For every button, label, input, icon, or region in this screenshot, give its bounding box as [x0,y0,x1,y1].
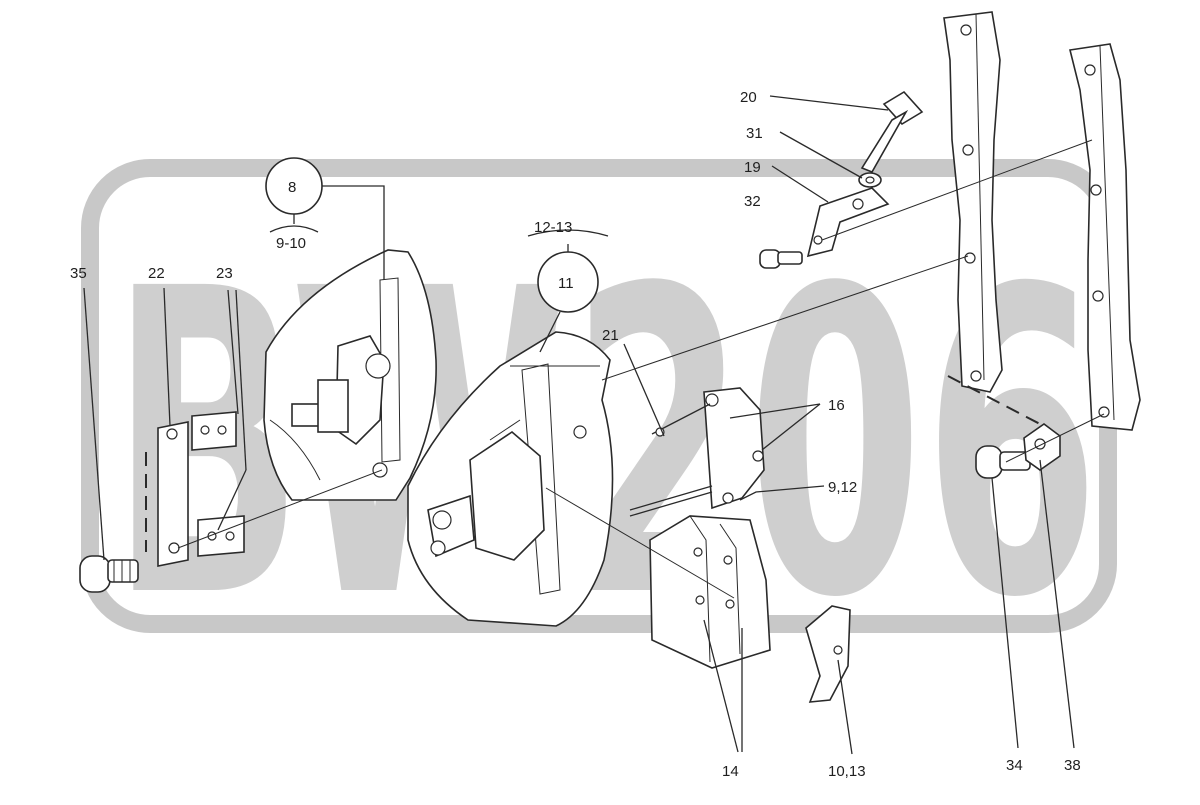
rail-dashed-link [947,375,1041,425]
callout-21: 21 [602,327,619,344]
motor-14 [649,515,771,669]
callout-14: 14 [722,763,739,780]
callout-9-10: 9-10 [276,235,306,252]
bolt-35 [79,555,139,593]
assembly-lines [177,139,1105,599]
callout-22: 22 [148,265,165,282]
callout-23: 23 [216,265,233,282]
callout-labels: 35 22 23 8 9-10 12-13 11 21 16 9,12 20 3… [70,89,1081,780]
callout-35: 35 [70,265,87,282]
bolt-20 [860,90,924,174]
bolt-34 [975,445,1031,479]
callout-20: 20 [740,89,757,106]
plates-23 [191,411,245,557]
callout-19: 19 [744,159,761,176]
callout-34: 34 [1006,757,1023,774]
callout-32: 32 [744,193,761,210]
clip-38 [1023,423,1061,471]
rail-outer [1069,43,1141,431]
strap-22 [145,421,189,567]
callout-11: 11 [558,275,574,292]
leader-lines [83,95,1075,755]
bracket-10-13 [805,605,851,703]
callout-38: 38 [1064,757,1081,774]
callout-12-13: 12-13 [534,219,572,236]
callout-16: 16 [828,397,845,414]
washer-31 [858,172,882,188]
callout-9-12: 9,12 [828,479,857,496]
housing-8 [263,249,437,501]
plate-16 [629,387,765,517]
housing-11 [407,331,614,627]
callout-31: 31 [746,125,763,142]
screw-32 [759,249,803,269]
rail-inner [943,11,1003,393]
callout-10-13: 10,13 [828,763,866,780]
callout-8: 8 [288,179,296,196]
